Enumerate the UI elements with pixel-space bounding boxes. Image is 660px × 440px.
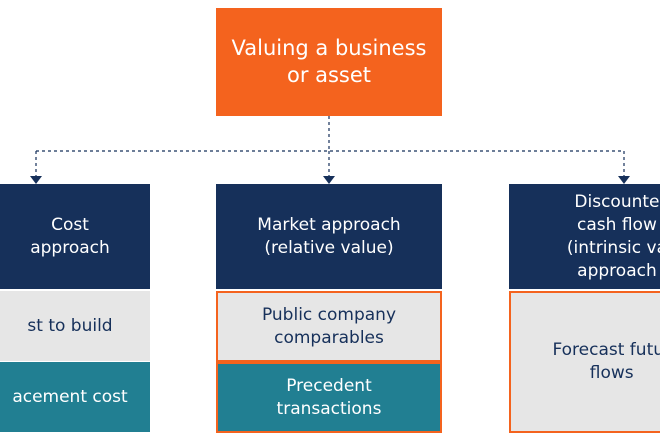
arrowhead-left: [30, 176, 42, 184]
cost-approach-header: Cost approach: [0, 184, 150, 289]
precedent-transactions-box: Precedent transactions: [216, 362, 442, 433]
public-company-comparables-box: Public company comparables: [216, 291, 442, 362]
cost-to-build-box: st to build: [0, 291, 150, 361]
replacement-cost-box: acement cost: [0, 362, 150, 432]
arrowhead-right: [618, 176, 630, 184]
root-node-valuing-business: Valuing a business or asset: [216, 8, 442, 116]
market-approach-header: Market approach (relative value): [216, 184, 442, 289]
dcf-approach-header: Discounte cash flow (intrinsic va approa…: [509, 184, 660, 289]
arrowhead-middle: [323, 176, 335, 184]
forecast-future-cash-flows-box: Forecast futur flows: [509, 291, 660, 433]
